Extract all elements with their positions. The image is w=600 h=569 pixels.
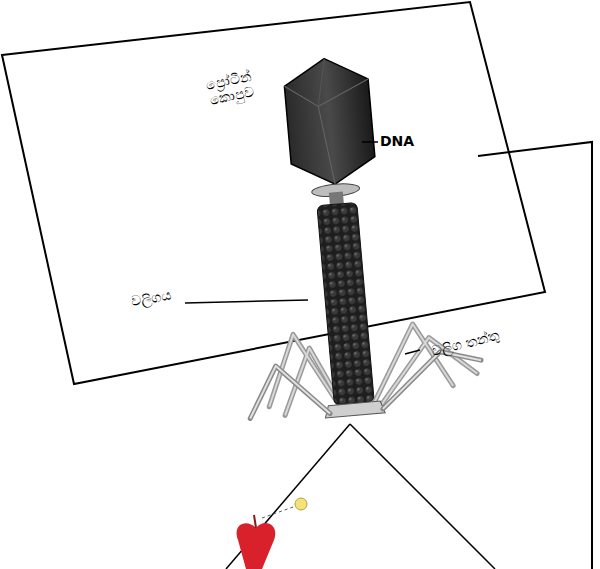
stalk <box>254 515 256 528</box>
yellow-dot <box>295 498 307 510</box>
zoom-line <box>226 424 350 569</box>
part-label: DNA <box>380 133 430 149</box>
leader-line <box>362 141 378 143</box>
red-cell <box>237 523 276 569</box>
picture-frame <box>478 142 592 569</box>
dashed-line <box>262 506 296 518</box>
bacteriophage <box>220 47 485 424</box>
leader-line <box>185 300 308 303</box>
picture-frame <box>2 2 545 384</box>
leader-line <box>405 350 420 354</box>
zoom-line <box>350 424 495 569</box>
